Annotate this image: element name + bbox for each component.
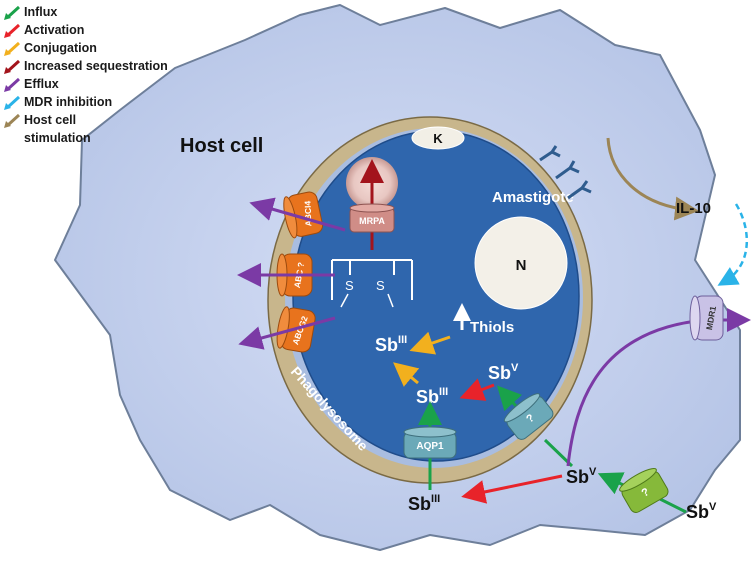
mrpa-transporter: MRPA	[349, 203, 395, 233]
surface-receptors	[539, 145, 592, 200]
sb-sup: III	[398, 334, 407, 346]
legend-item-efflux: Efflux	[2, 76, 192, 94]
legend-label: Conjugation	[24, 41, 97, 55]
mdr-inhibition-legend-icon	[4, 95, 21, 110]
legend-item-host-cell-stimulation: Host cell stimulation	[2, 112, 192, 148]
mdr1-label: MDR1	[704, 305, 718, 331]
legend-item-mdr-inhibition: MDR inhibition	[2, 94, 192, 112]
sb-base: Sb	[488, 363, 511, 383]
abci4-label: ABCI4	[303, 200, 314, 226]
sb-sup: V	[709, 501, 717, 513]
sb-base: Sb	[686, 502, 709, 522]
legend-label: Host cell	[24, 113, 77, 127]
conjugation-arrow-lower	[393, 362, 420, 387]
influx-arrow-teal-inner	[496, 385, 523, 412]
sb-sup: V	[511, 362, 519, 374]
sb-sup: III	[431, 493, 440, 505]
legend-item-conjugation: Conjugation	[2, 40, 192, 58]
activation-legend-icon	[4, 23, 21, 38]
legend-label: Increased sequestration	[24, 59, 168, 73]
legend-label: Influx	[24, 5, 58, 19]
efflux-arrow-abcg2	[238, 316, 336, 350]
mdr-inhibition-arrow	[717, 203, 749, 286]
sb-sup: V	[589, 466, 597, 478]
legend-item-influx: Influx	[2, 4, 192, 22]
host-stimulation-arrow	[606, 137, 699, 221]
activation-arrow-cytoplasm	[461, 474, 563, 504]
sb-iii-upper: SbIII	[375, 334, 407, 355]
aqp1-transporter: AQP1	[403, 426, 457, 459]
influx-legend-icon	[4, 5, 21, 20]
efflux-arrow-abci4	[249, 197, 346, 232]
sb-base: Sb	[375, 335, 398, 355]
il10-label: IL-10	[676, 200, 711, 217]
host-cell-label: Host cell	[180, 135, 263, 157]
kinetoplast	[411, 126, 465, 150]
mrpa-label: MRPA	[359, 216, 385, 226]
sb-base: Sb	[408, 494, 431, 514]
sb-base: Sb	[566, 467, 589, 487]
legend-item-activation: Activation	[2, 22, 192, 40]
thiols-label: Thiols	[470, 319, 514, 336]
sb-iii-cytoplasm: SbIII	[408, 493, 440, 514]
amastigote-label: Amastigote	[492, 189, 574, 206]
conjugation-legend-icon	[4, 41, 21, 56]
thiol-conjugate: S S	[331, 259, 413, 308]
nucleus-label: N	[516, 257, 527, 274]
kinetoplast-label: K	[433, 131, 443, 146]
s-left: S	[345, 278, 354, 293]
legend-label: Activation	[24, 23, 85, 37]
influx-arrow-host-outer	[659, 497, 687, 514]
legend-label: MDR inhibition	[24, 95, 113, 109]
legend-label: stimulation	[24, 131, 91, 145]
efflux-arrow-mdr1	[566, 308, 751, 467]
legend-label: Efflux	[24, 77, 59, 91]
aqp1-label: AQP1	[416, 441, 444, 452]
sb-v-extracellular: SbV	[686, 501, 717, 522]
sb-sup: III	[439, 386, 448, 398]
legend-item-increased-sequestration: Increased sequestration	[2, 58, 192, 76]
nucleus	[474, 216, 568, 310]
unknown-transporter-green: ?	[619, 468, 669, 513]
sb-v-cytoplasm: SbV	[566, 466, 597, 487]
mdr1-transporter: MDR1	[689, 295, 724, 341]
s-right: S	[376, 278, 385, 293]
abci4-transporter: ABCI4	[283, 191, 324, 239]
sequestration-legend-icon	[4, 59, 21, 74]
abcg2-transporter: ABCG2	[276, 306, 316, 353]
legend: Influx Activation Conjugation Increased …	[2, 4, 192, 148]
efflux-legend-icon	[4, 77, 21, 92]
conjugation-arrow-upper	[409, 331, 451, 355]
activation-arrow-inner	[459, 378, 495, 401]
sb-base: Sb	[416, 387, 439, 407]
unknown-transporter-teal: ?	[503, 393, 554, 440]
host-stimulation-legend-icon	[4, 113, 21, 128]
sb-v-inner: SbV	[488, 362, 519, 383]
